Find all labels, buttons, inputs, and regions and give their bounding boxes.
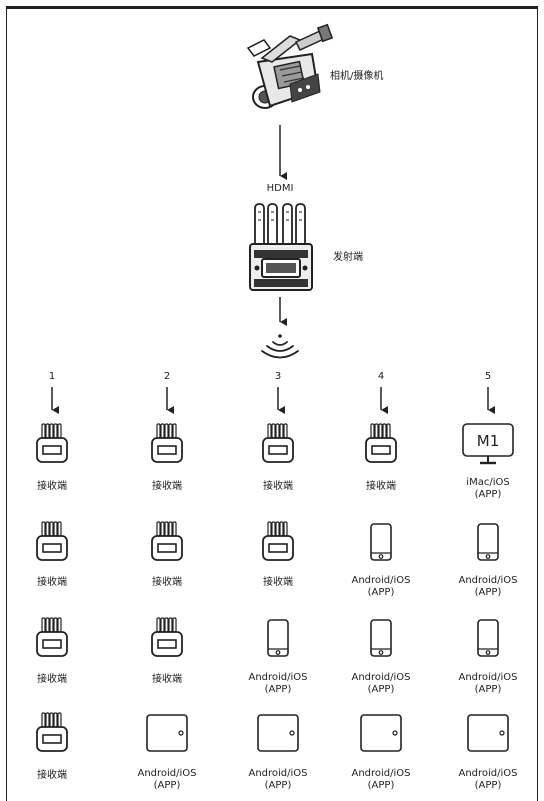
receiver-icon <box>151 423 183 463</box>
device-label-app: (APP) <box>153 780 181 791</box>
receiver-icon <box>36 423 68 463</box>
diagram-frame <box>6 6 538 801</box>
camera-icon <box>246 23 334 109</box>
device-label-app: (APP) <box>474 780 502 791</box>
receiver-icon <box>262 423 294 463</box>
device-label: Android/iOS <box>458 575 518 586</box>
device-label: Android/iOS <box>351 768 411 779</box>
device-label: Android/iOS <box>248 672 308 683</box>
tablet-icon <box>257 714 299 752</box>
tablet-icon <box>467 714 509 752</box>
hdmi-label: HDMI <box>266 183 294 194</box>
column-number-3: 3 <box>274 371 282 382</box>
phone-icon <box>477 523 499 561</box>
device-label-app: (APP) <box>264 780 292 791</box>
device-label: Android/iOS <box>351 672 411 683</box>
device-label-app: (APP) <box>367 587 395 598</box>
camera-label: 相机/摄像机 <box>330 71 384 82</box>
tablet-icon <box>360 714 402 752</box>
column-number-1: 1 <box>48 371 56 382</box>
tablet-icon <box>146 714 188 752</box>
monitor-screen-text: M1 <box>477 432 500 450</box>
receiver-icon <box>151 521 183 561</box>
device-label: 接收端 <box>366 481 396 492</box>
monitor-icon: M1 <box>462 423 514 465</box>
device-label: 接收端 <box>263 577 293 588</box>
device-label: Android/iOS <box>458 768 518 779</box>
receiver-icon <box>36 712 68 752</box>
device-label: Android/iOS <box>137 768 197 779</box>
receiver-icon <box>36 521 68 561</box>
device-label-app: (APP) <box>474 489 502 500</box>
device-label-app: (APP) <box>474 684 502 695</box>
phone-icon <box>370 619 392 657</box>
device-label: Android/iOS <box>458 672 518 683</box>
device-label: 接收端 <box>263 481 293 492</box>
transmitter-icon <box>249 203 313 291</box>
column-number-5: 5 <box>484 371 492 382</box>
device-label-app: (APP) <box>474 587 502 598</box>
device-label: 接收端 <box>37 770 67 781</box>
device-label: 接收端 <box>37 481 67 492</box>
device-label: iMac/iOS <box>466 477 510 488</box>
device-label: 接收端 <box>152 577 182 588</box>
device-label: 接收端 <box>37 577 67 588</box>
device-label: Android/iOS <box>351 575 411 586</box>
device-label-app: (APP) <box>264 684 292 695</box>
transmitter-label: 发射端 <box>333 252 363 263</box>
receiver-icon <box>262 521 294 561</box>
phone-icon <box>477 619 499 657</box>
device-label: 接收端 <box>152 674 182 685</box>
device-label-app: (APP) <box>367 684 395 695</box>
phone-icon <box>370 523 392 561</box>
device-label-app: (APP) <box>367 780 395 791</box>
receiver-icon <box>151 617 183 657</box>
receiver-icon <box>36 617 68 657</box>
column-number-2: 2 <box>163 371 171 382</box>
wireless-signal-icon <box>261 334 299 359</box>
device-label: 接收端 <box>37 674 67 685</box>
column-number-4: 4 <box>377 371 385 382</box>
phone-icon <box>267 619 289 657</box>
device-label: Android/iOS <box>248 768 308 779</box>
device-label: 接收端 <box>152 481 182 492</box>
receiver-icon <box>365 423 397 463</box>
